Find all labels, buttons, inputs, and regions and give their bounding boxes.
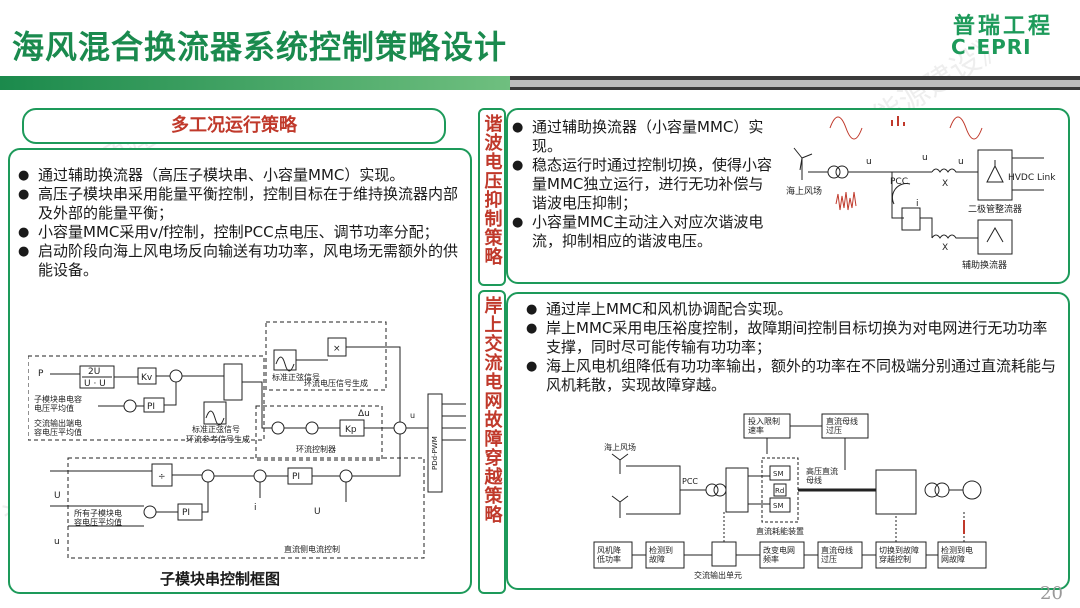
diag-label-idc: i: [254, 503, 257, 513]
harm-label-wind: 海上风场: [786, 185, 822, 197]
harmonic-panel: 通过辅助换流器（小容量MMC）实现。 稳态运行时通过控制切换，使得小容量MMC独…: [506, 108, 1070, 284]
page-number: 20: [1040, 583, 1063, 604]
ft-label-hvbus: 高压直流母线: [806, 466, 838, 485]
diag-label-kp: Kp: [345, 425, 357, 435]
brand-logo-cn: 普瑞工程: [953, 14, 1054, 39]
harmonic-circuit-diagram: 海上风场 PCC u u X u X i HVDC Link 二极管整流器 辅助…: [786, 116, 1056, 271]
header-bar-accent: [0, 76, 510, 90]
diag-label-ac-avg: 交流输出端电容电压平均值: [34, 418, 82, 437]
page-title: 海风混合换流器系统控制策略设计: [12, 28, 508, 66]
list-item: 小容量MMC主动注入对应次谐波电流，抑制相应的谐波电压。: [510, 213, 772, 251]
harmonic-bullet-list: 通过辅助换流器（小容量MMC）实现。 稳态运行时通过控制切换，使得小容量MMC独…: [510, 118, 772, 251]
diag-label-ucap: u: [54, 537, 60, 547]
ft-label-pcc: PCC: [682, 477, 698, 486]
ft-label-sm2: SM: [773, 502, 783, 510]
list-item: 通过辅助换流器（高压子模块串、小容量MMC）实现。: [16, 166, 464, 185]
vlabel-harmonic-text: 谐波电压抑制策略: [481, 114, 503, 266]
vlabel-fault-text: 岸上交流电网故障穿越策略: [481, 296, 503, 524]
left-section-heading: 多工况运行策略: [22, 108, 446, 144]
list-item: 启动阶段向海上风电场反向输送有功功率，风电场无需额外的供能设备。: [16, 242, 464, 280]
ft-box-fanlow: 风机降低功率: [597, 545, 621, 564]
harm-label-aux: 辅助换流器: [962, 259, 1007, 271]
diag-label-u1: U: [314, 507, 321, 517]
list-item: 小容量MMC采用v/f控制，控制PCC点电压、调节功率分配；: [16, 223, 464, 242]
diag-label-circ-ref: 环流参考信号生成: [186, 434, 250, 444]
left-bullet-list: 通过辅助换流器（高压子模块串、小容量MMC）实现。 高压子模块串采用能量平衡控制…: [16, 166, 464, 280]
harm-label-hvdc: HVDC Link: [1008, 173, 1056, 183]
ft-label-rd: Rd: [775, 487, 784, 495]
diag-label-delta-u: Δu: [358, 409, 370, 419]
diag-label-times: ×: [333, 344, 341, 354]
diag-label-frac-den: U · U: [84, 379, 106, 389]
list-item: 通过辅助换流器（小容量MMC）实现。: [510, 118, 772, 156]
diag-label-sm-avg: 子模块串电容电压平均值: [34, 394, 82, 413]
vlabel-harmonic: 谐波电压抑制策略: [478, 108, 506, 286]
ft-label-energy: 直流耗能装置: [756, 526, 804, 536]
ft-box-limit: 投入限制速率: [748, 416, 780, 435]
left-panel: 通过辅助换流器（高压子模块串、小容量MMC）实现。 高压子模块串采用能量平衡控制…: [8, 148, 472, 594]
diag-label-pi-dc: PI: [292, 472, 300, 482]
ft-box-detect: 检测到故障: [649, 545, 673, 564]
diag-label-pi-cap: PI: [182, 508, 190, 518]
diag-label-circ-ctrl: 环流控制器: [296, 444, 336, 454]
fault-bullet-list: 通过岸上MMC和风机协调配合实现。 岸上MMC采用电压裕度控制，故障期间控制目标…: [524, 300, 1060, 395]
diag-label-circ-gen: 环流电压信号生成: [304, 378, 368, 388]
harm-label-is: i: [916, 199, 919, 209]
diag-label-pwm: PDd-PWM: [431, 436, 439, 470]
list-item: 海上风电机组降低有功功率输出，额外的功率在不同极端分别通过直流耗能与风机耗散，实…: [524, 357, 1060, 395]
header-bar-rule: [510, 80, 1080, 87]
diag-label-std-sine2: 标准正弦信号: [272, 372, 320, 382]
diag-label-p: P: [38, 369, 44, 379]
harm-label-ud: u: [922, 153, 928, 163]
ft-box-change: 改变电网频率: [763, 545, 795, 564]
harm-label-xm: X: [942, 243, 948, 253]
diag-label-std-sine: 标准正弦信号: [192, 424, 240, 434]
submodule-control-diagram: P 2U U · U Kv PI 子模块串电容电压平均值 交流输出端电容电压平均…: [28, 321, 466, 559]
fault-panel: 通过岸上MMC和风机协调配合实现。 岸上MMC采用电压裕度控制，故障期间控制目标…: [506, 292, 1070, 590]
diagram-caption: 子模块串控制框图: [160, 570, 281, 588]
vlabel-fault: 岸上交流电网故障穿越策略: [478, 290, 506, 594]
list-item: 高压子模块串采用能量平衡控制，控制目标在于维持换流器内部及外部的能量平衡；: [16, 185, 464, 223]
harm-label-xd: X: [942, 179, 948, 189]
ft-box-dcover2: 直流母线过压: [821, 545, 853, 564]
harm-label-udiode: u: [958, 157, 964, 167]
list-item: 通过岸上MMC和风机协调配合实现。: [524, 300, 1060, 319]
ft-box-dcover: 直流母线过压: [826, 416, 858, 435]
diag-label-dc-ctrl: 直流侧电流控制: [284, 544, 340, 554]
header-bar: [0, 76, 1080, 90]
ft-label-wind: 海上风场: [604, 442, 636, 452]
ft-label-sm1: SM: [773, 470, 783, 478]
ft-box-switch: 切换到故障穿越控制: [879, 545, 919, 564]
diag-label-pi: PI: [147, 402, 155, 412]
diag-label-kv: Kv: [141, 373, 153, 383]
list-item: 稳态运行时通过控制切换，使得小容量MMC独立运行，进行无功补偿与谐波电压抑制；: [510, 156, 772, 213]
diag-label-all-sm: 所有子模块电容电压平均值: [74, 508, 122, 527]
list-item: 岸上MMC采用电压裕度控制，故障期间控制目标切换为对电网进行无功功率支撑，同时尽…: [524, 319, 1060, 357]
harm-label-diode: 二极管整流器: [968, 203, 1022, 215]
harm-label-upcc: u: [866, 157, 872, 167]
ft-box-detect2: 检测到电网故障: [941, 545, 973, 564]
fault-ride-through-diagram: 投入限制速率 直流母线过压 海上风场 PCC 高压直流母线 SM SM Rd 直…: [593, 413, 987, 580]
harm-label-pcc: PCC: [890, 177, 908, 187]
diag-label-frac-num: 2U: [88, 367, 100, 377]
diag-label-udc: U: [54, 491, 61, 501]
diag-label-div: ÷: [158, 472, 166, 482]
brand-logo-en: C-EPRI: [951, 35, 1032, 59]
diag-label-uarm: u: [410, 411, 415, 420]
ft-label-acout: 交流输出单元: [694, 570, 742, 580]
